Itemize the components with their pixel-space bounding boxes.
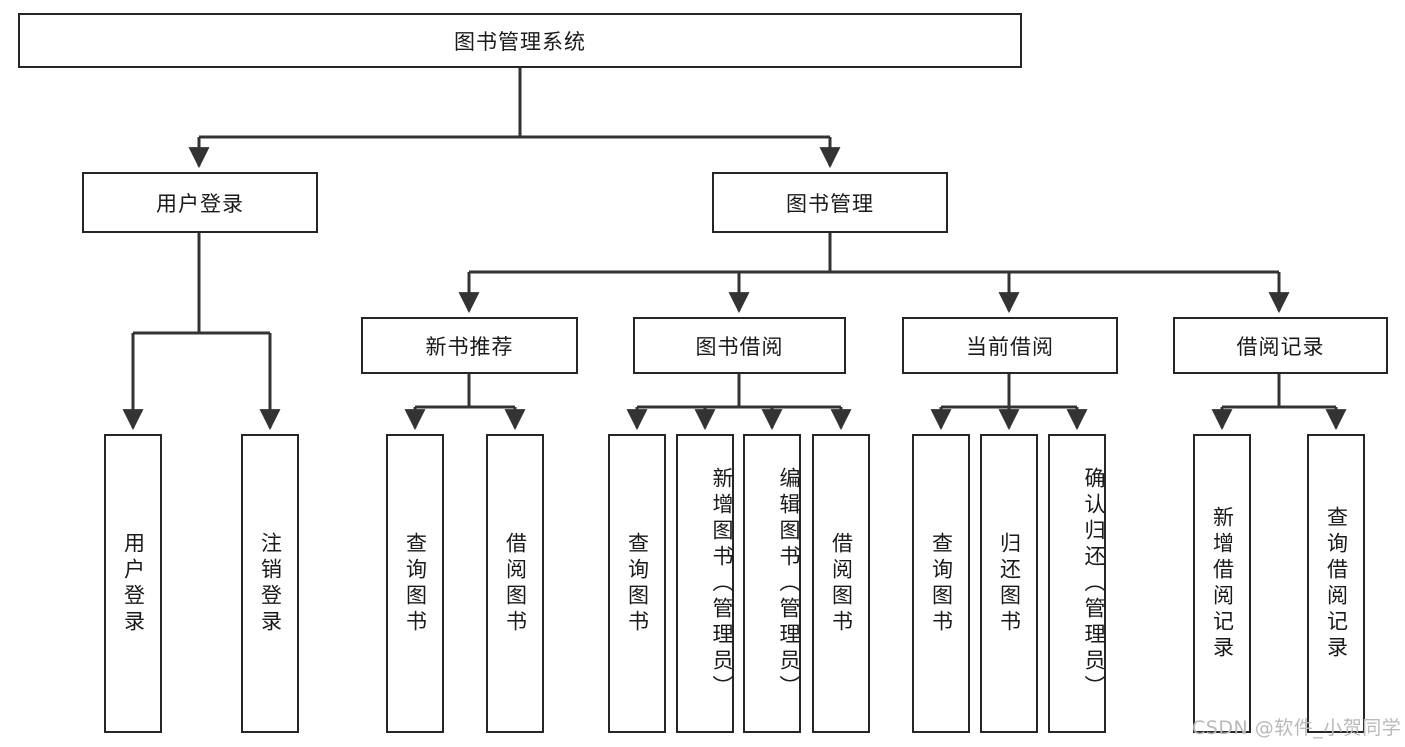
node-leaf-query-borrow-record-label: 查询借阅记录 [1324,505,1349,662]
node-leaf-borrow-book[interactable]: 借阅图书 [812,434,870,733]
node-book-manage-label: 图书管理 [786,191,874,216]
node-leaf-query-book-recommend-label: 查询图书 [403,531,428,636]
node-book-manage[interactable]: 图书管理 [712,172,948,233]
node-leaf-add-borrow-record-label: 新增借阅记录 [1210,505,1235,662]
node-leaf-add-book-admin-label: 新增图书（管理员） [710,466,734,701]
node-leaf-logout-label: 注销登录 [258,531,283,636]
node-book-borrow-label: 图书借阅 [695,334,784,359]
node-leaf-add-book-admin[interactable]: 新增图书（管理员） [676,434,734,733]
node-borrow-record-label: 借阅记录 [1236,334,1325,359]
node-leaf-return-book-label: 归还图书 [997,531,1022,636]
node-leaf-borrow-book-label: 借阅图书 [829,531,854,636]
node-leaf-query-book-current-label: 查询图书 [929,531,954,636]
node-leaf-confirm-return-admin-label: 确认归还（管理员） [1082,466,1106,701]
node-borrow-record[interactable]: 借阅记录 [1173,317,1388,374]
node-leaf-user-login-label: 用户登录 [121,531,146,636]
node-leaf-return-book[interactable]: 归还图书 [980,434,1038,733]
node-current-borrow-label: 当前借阅 [966,334,1054,359]
node-leaf-add-borrow-record[interactable]: 新增借阅记录 [1193,434,1251,733]
node-leaf-edit-book-admin[interactable]: 编辑图书（管理员） [743,434,801,733]
node-root[interactable]: 图书管理系统 [18,13,1022,68]
node-leaf-edit-book-admin-label: 编辑图书（管理员） [777,466,801,701]
node-new-book-recommend[interactable]: 新书推荐 [361,317,578,374]
node-leaf-borrow-book-recommend[interactable]: 借阅图书 [486,434,544,733]
node-leaf-query-book-recommend[interactable]: 查询图书 [386,434,444,733]
node-leaf-user-login[interactable]: 用户登录 [104,434,162,733]
node-leaf-borrow-book-recommend-label: 借阅图书 [503,531,528,636]
node-user-login-label: 用户登录 [156,191,244,216]
node-book-borrow[interactable]: 图书借阅 [633,317,846,374]
node-root-label: 图书管理系统 [454,29,586,54]
node-leaf-query-borrow-record[interactable]: 查询借阅记录 [1307,434,1365,733]
node-leaf-query-book-borrow-label: 查询图书 [625,531,650,636]
node-leaf-query-book-current[interactable]: 查询图书 [912,434,970,733]
node-new-book-recommend-label: 新书推荐 [425,334,514,359]
watermark-text: CSDN @软件_小贺同学 [1192,717,1402,739]
node-user-login[interactable]: 用户登录 [82,172,318,233]
node-current-borrow[interactable]: 当前借阅 [902,317,1118,374]
node-leaf-query-book-borrow[interactable]: 查询图书 [608,434,666,733]
node-leaf-logout[interactable]: 注销登录 [241,434,299,733]
node-leaf-confirm-return-admin[interactable]: 确认归还（管理员） [1048,434,1106,733]
